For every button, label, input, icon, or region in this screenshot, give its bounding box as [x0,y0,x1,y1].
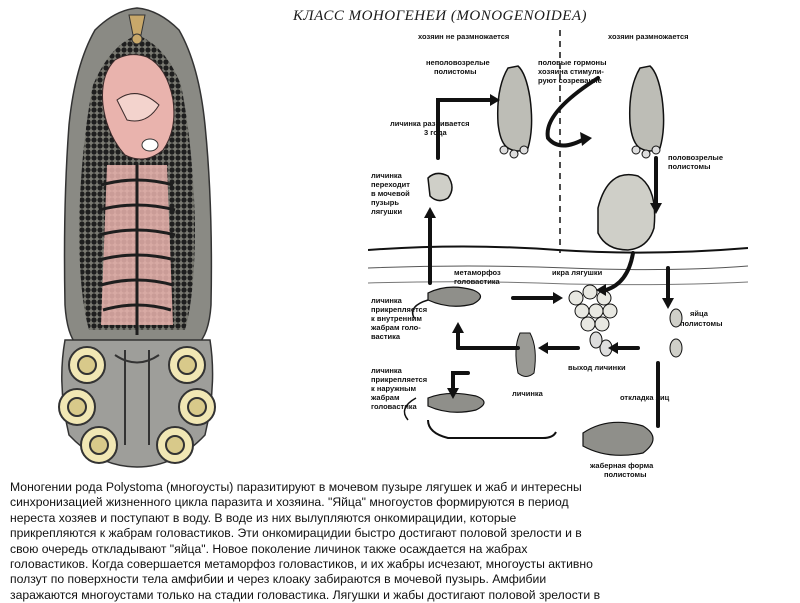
svg-text:жабрам голо-: жабрам голо- [370,323,421,332]
svg-text:прикрепляется: прикрепляется [371,375,427,384]
svg-text:полистомы: полистомы [434,67,476,76]
svg-text:полистомы: полистомы [680,319,722,328]
page-title: КЛАСС МОНОГЕНЕИ (MONOGENOIDEA) [292,8,588,24]
svg-text:к наружным: к наружным [371,384,417,393]
label-inner-gills: личинка [371,296,403,305]
label-gill-form: жаберная форма [589,461,654,470]
svg-text:пузырь: пузырь [371,198,399,207]
label-metamorphosis: метаморфоз [454,268,501,277]
polystoma-anatomy-illustration [58,7,216,468]
svg-text:руют созревание: руют созревание [538,76,602,85]
label-immature: неполовозрелые [426,58,490,67]
mature-polystoma-figure [628,65,665,152]
gill-form-polystoma-figure [582,421,654,456]
label-frog-eggs: икра лягушки [552,268,603,277]
label-larva-3y: личинка развивается [390,119,470,128]
svg-text:жабрам: жабрам [370,393,400,402]
adult-frog-figure [597,174,656,251]
svg-text:полистомы: полистомы [668,162,710,171]
label-larva-exit: выход личинки [568,363,626,372]
label-larva: личинка [512,389,544,398]
svg-text:полистомы: полистомы [604,470,646,478]
immature-polystoma-figure [496,65,533,152]
tadpole-outer-gills-figure [427,392,485,413]
svg-text:головастика: головастика [371,402,418,411]
young-frog-figure [427,172,453,202]
label-mature: половозрелые [668,153,723,162]
svg-text:головастика: головастика [454,277,501,286]
svg-text:переходит: переходит [371,180,410,189]
svg-text:в мочевой: в мочевой [371,189,410,198]
tadpole-metamorphosis-figure [427,286,482,307]
label-egg-laying: откладка яиц [620,393,670,402]
frog-eggs-cluster [568,284,618,332]
svg-text:3 года: 3 года [424,128,448,137]
svg-text:хозяина стимули-: хозяина стимули- [538,67,604,76]
svg-text:прикрепляется: прикрепляется [371,305,427,314]
label-bladder: личинка [371,171,403,180]
description-paragraph: Моногении рода Polystoma (многоусты) пар… [10,480,601,602]
svg-text:лягушки: лягушки [371,207,402,216]
label-hormones: половые гормоны [538,58,607,67]
label-host-no-reproduce: хозяин не размножается [418,32,509,41]
svg-text:вастика: вастика [371,332,401,341]
svg-text:к внутренним: к внутренним [371,314,422,323]
label-polystoma-eggs: яйца [690,309,709,318]
label-host-reproduce: хозяин размножается [608,32,689,41]
label-outer-gills: личинка [371,366,403,375]
life-cycle-diagram: хозяин не размножается хозяин размножает… [368,28,748,478]
larva-figure [515,332,536,377]
